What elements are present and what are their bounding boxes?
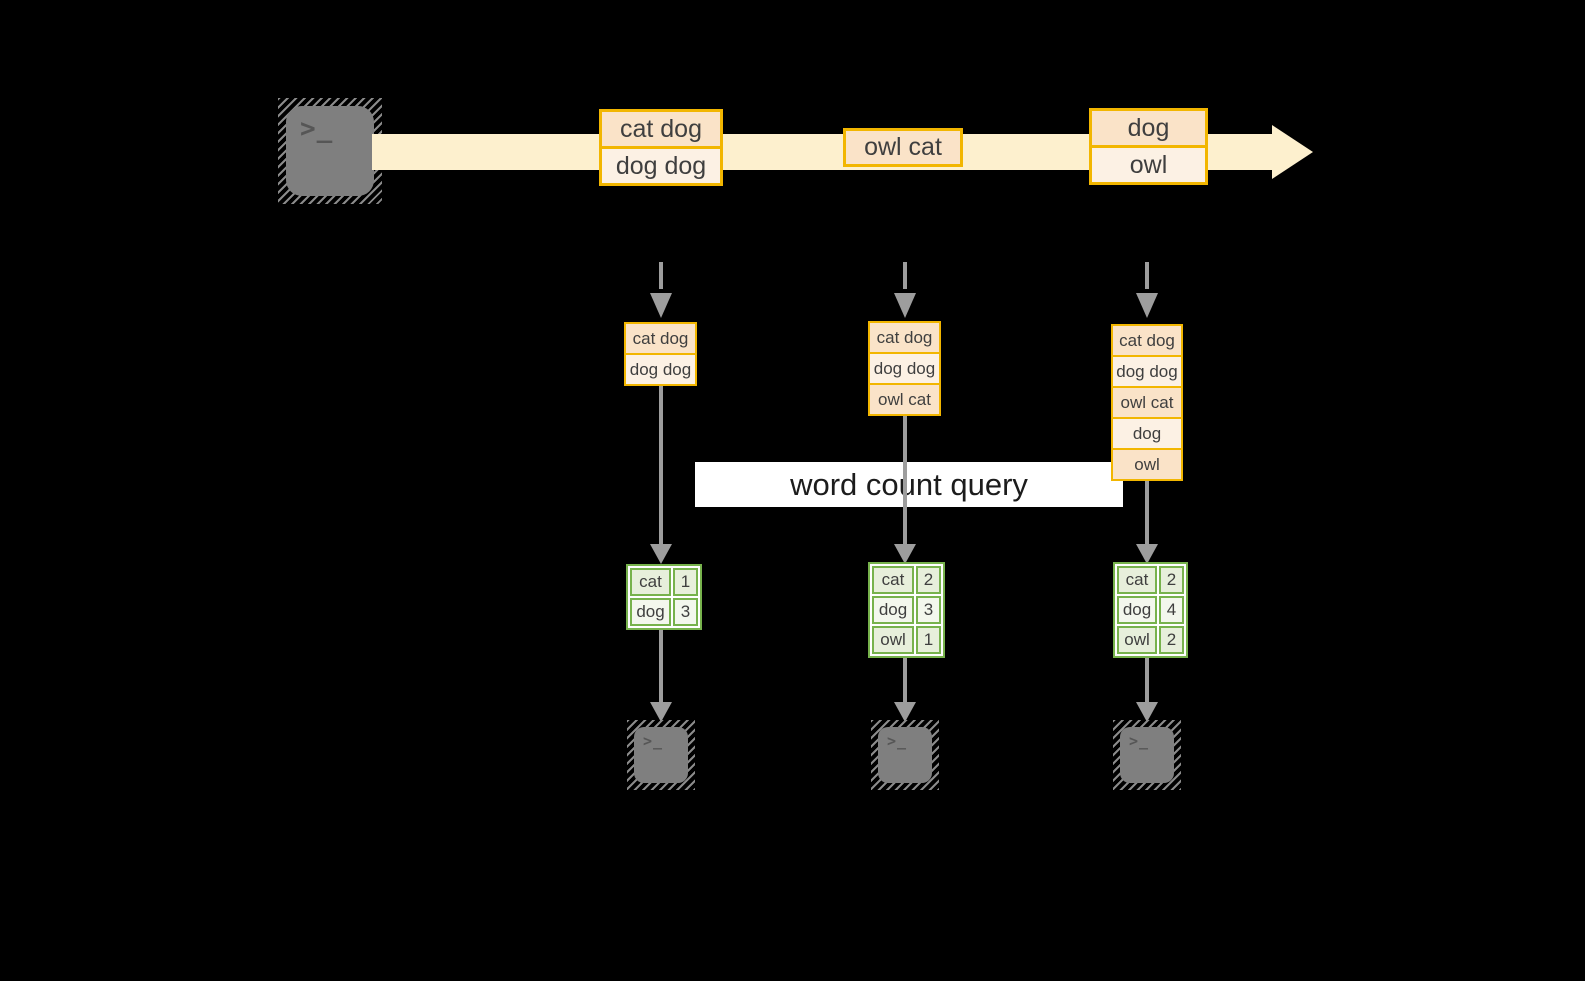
stream-event-line: owl xyxy=(1092,145,1205,182)
connector-arrow-shaft xyxy=(903,658,907,703)
buffer-line: dog xyxy=(1113,417,1181,448)
word-count-query-banner: word count query xyxy=(695,462,1123,507)
word-count-table-1: cat 1 dog 3 xyxy=(626,564,702,630)
buffer-line: dog dog xyxy=(1113,355,1181,386)
stream-event-batch-1: cat dog dog dog xyxy=(599,109,723,186)
buffer-stack-1: cat dog dog dog xyxy=(624,322,697,386)
stream-event-batch-2: owl cat xyxy=(843,128,963,167)
terminal-prompt-icon: >_ xyxy=(1129,732,1150,750)
word-count-table-3: cat 2 dog 4 owl 2 xyxy=(1113,562,1188,658)
connector-arrowhead-icon xyxy=(894,544,916,564)
terminal-prompt-icon: >_ xyxy=(643,732,664,750)
dashed-arrow-shaft xyxy=(1145,262,1149,289)
buffer-line: cat dog xyxy=(1113,326,1181,355)
stream-event-line: cat dog xyxy=(602,112,720,146)
consumer-terminal-icon: >_ xyxy=(627,720,695,790)
buffer-line: cat dog xyxy=(626,324,695,353)
stream-arrowhead-icon xyxy=(1272,125,1313,179)
dashed-arrowhead-icon xyxy=(894,293,916,318)
stream-event-batch-3: dog owl xyxy=(1089,108,1208,185)
stream-event-line: dog dog xyxy=(602,146,720,183)
producer-terminal-icon: >_ xyxy=(278,98,382,204)
buffer-stack-3: cat dog dog dog owl cat dog owl xyxy=(1111,324,1183,481)
terminal-body: >_ xyxy=(634,727,688,783)
consumer-terminal-icon: >_ xyxy=(1113,720,1181,790)
connector-arrowhead-icon xyxy=(894,702,916,722)
table-cell-count: 4 xyxy=(1159,596,1184,624)
table-cell-word: dog xyxy=(872,596,914,624)
connector-arrow-shaft xyxy=(659,386,663,544)
word-count-table-2: cat 2 dog 3 owl 1 xyxy=(868,562,945,658)
table-cell-count: 3 xyxy=(916,596,941,624)
buffer-line: cat dog xyxy=(870,323,939,352)
buffer-line: owl cat xyxy=(1113,386,1181,417)
stream-event-line: dog xyxy=(1092,111,1205,145)
table-cell-count: 1 xyxy=(916,626,941,654)
buffer-line: owl cat xyxy=(870,383,939,414)
dashed-arrow-shaft xyxy=(903,262,907,289)
connector-arrow-shaft xyxy=(1145,481,1149,544)
table-cell-word: cat xyxy=(1117,566,1157,594)
table-cell-count: 2 xyxy=(1159,566,1184,594)
consumer-terminal-icon: >_ xyxy=(871,720,939,790)
table-cell-word: owl xyxy=(1117,626,1157,654)
buffer-line: dog dog xyxy=(626,353,695,384)
connector-arrow-shaft xyxy=(1145,658,1149,703)
table-cell-word: dog xyxy=(630,598,671,626)
buffer-line: dog dog xyxy=(870,352,939,383)
table-cell-count: 3 xyxy=(673,598,698,626)
terminal-prompt-icon: >_ xyxy=(887,732,908,750)
stream-event-line: owl cat xyxy=(846,131,960,164)
table-cell-word: cat xyxy=(630,568,671,596)
banner-label: word count query xyxy=(790,466,1028,502)
table-cell-count: 2 xyxy=(1159,626,1184,654)
dashed-arrowhead-icon xyxy=(1136,293,1158,318)
table-cell-word: owl xyxy=(872,626,914,654)
connector-arrowhead-icon xyxy=(1136,544,1158,564)
terminal-body: >_ xyxy=(878,727,932,783)
table-cell-count: 2 xyxy=(916,566,941,594)
connector-arrowhead-icon xyxy=(650,544,672,564)
terminal-prompt-icon: >_ xyxy=(300,114,334,144)
connector-arrowhead-icon xyxy=(1136,702,1158,722)
connector-arrow-shaft xyxy=(659,630,663,703)
table-cell-word: cat xyxy=(872,566,914,594)
dashed-arrowhead-icon xyxy=(650,293,672,318)
table-cell-word: dog xyxy=(1117,596,1157,624)
terminal-body: >_ xyxy=(1120,727,1174,783)
terminal-body: >_ xyxy=(286,106,374,196)
buffer-stack-2: cat dog dog dog owl cat xyxy=(868,321,941,416)
table-cell-count: 1 xyxy=(673,568,698,596)
dashed-arrow-shaft xyxy=(659,262,663,289)
connector-arrowhead-icon xyxy=(650,702,672,722)
buffer-line: owl xyxy=(1113,448,1181,479)
connector-arrow-shaft xyxy=(903,416,907,544)
